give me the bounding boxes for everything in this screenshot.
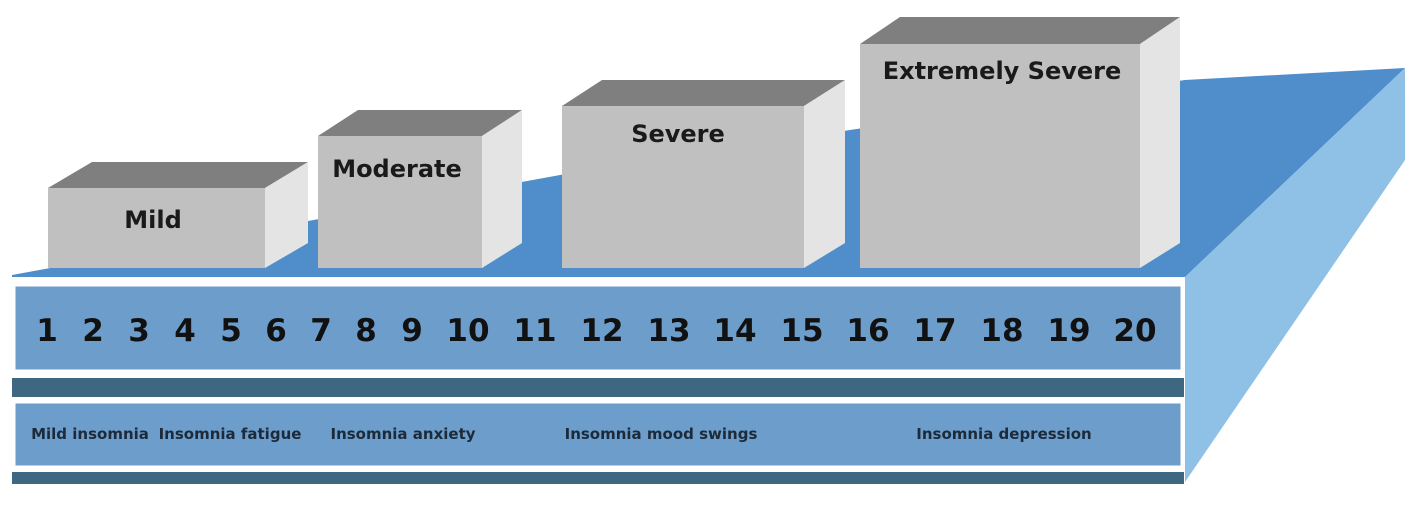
number-scale-band (12, 283, 1184, 373)
scale-number: 19 (1047, 313, 1090, 349)
scale-number: 4 (174, 313, 196, 349)
severity-box-extremely-severe: Extremely Severe (860, 17, 1180, 268)
scale-number: 14 (713, 313, 756, 349)
box-top-face (48, 162, 308, 188)
scale-number: 15 (780, 313, 823, 349)
box-top-face (318, 110, 522, 136)
scale-number: 12 (580, 313, 623, 349)
box-side-face (1140, 17, 1180, 268)
scale-number: 17 (913, 313, 956, 349)
scale-number: 1 (36, 313, 58, 349)
bottom-stripe (12, 472, 1184, 484)
platform-side-face (1185, 68, 1405, 482)
scale-number: 2 (82, 313, 104, 349)
scale-number: 5 (220, 313, 242, 349)
box-front-face (860, 44, 1140, 268)
scale-number: 13 (647, 313, 690, 349)
box-side-face (482, 110, 522, 268)
box-front-face (318, 136, 482, 268)
dark-divider-stripe (12, 378, 1184, 397)
scale-number: 18 (980, 313, 1023, 349)
symptom-label-insomnia-mood-swings: Insomnia mood swings (565, 425, 758, 443)
symptom-label-insomnia-anxiety: Insomnia anxiety (330, 425, 475, 443)
box-side-face (265, 162, 308, 268)
scale-number-group: 1 2 3 4 5 6 7 8 9 10 11 12 13 14 15 16 1… (36, 313, 1156, 349)
box-top-face (562, 80, 845, 106)
box-side-face (804, 80, 845, 268)
symptom-band (12, 400, 1184, 469)
severity-box-mild: Mild (48, 162, 308, 268)
severity-label-moderate: Moderate (332, 155, 462, 183)
symptom-label-insomnia-fatigue: Insomnia fatigue (159, 425, 302, 443)
scale-number: 16 (846, 313, 889, 349)
scale-number: 20 (1113, 313, 1156, 349)
severity-label-extremely-severe: Extremely Severe (883, 57, 1122, 85)
severity-box-moderate: Moderate (318, 110, 522, 268)
box-front-face (48, 188, 265, 268)
box-top-face (860, 17, 1180, 44)
scale-number: 9 (401, 313, 423, 349)
severity-label-severe: Severe (631, 120, 725, 148)
scale-number: 3 (128, 313, 150, 349)
symptom-label-mild-insomnia: Mild insomnia (31, 425, 149, 443)
symptom-label-insomnia-depression: Insomnia depression (916, 425, 1092, 443)
scale-number: 6 (265, 313, 287, 349)
scale-number: 8 (355, 313, 377, 349)
scale-number: 7 (310, 313, 332, 349)
severity-label-mild: Mild (124, 206, 182, 234)
severity-box-severe: Severe (562, 80, 845, 268)
box-front-face (562, 106, 804, 268)
scale-number: 10 (446, 313, 489, 349)
scale-number: 11 (513, 313, 556, 349)
